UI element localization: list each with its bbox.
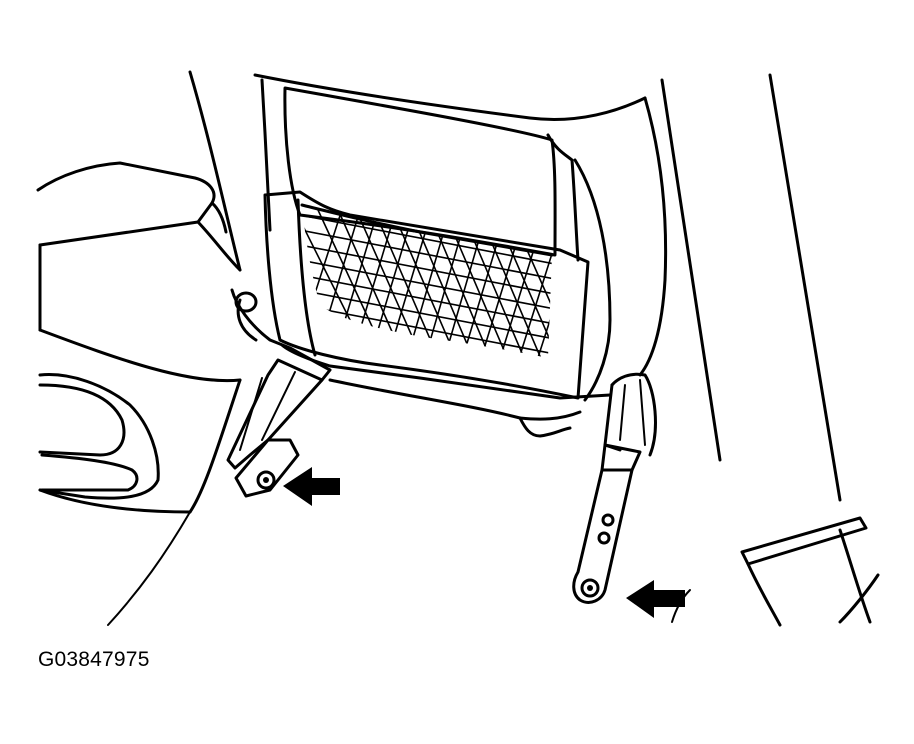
floor-edge xyxy=(107,511,191,626)
left-seat-rail xyxy=(226,288,332,498)
seat-belt xyxy=(660,73,880,627)
seat-back xyxy=(188,70,668,438)
lower-left-console xyxy=(38,328,242,514)
figure-code: G03847975 xyxy=(38,648,150,671)
arrow-left-icon xyxy=(283,467,340,506)
adjacent-seat-cushion xyxy=(36,161,242,332)
storage-net xyxy=(300,203,554,358)
right-seat-rail xyxy=(572,372,657,604)
arrow-left-icon xyxy=(626,580,685,618)
